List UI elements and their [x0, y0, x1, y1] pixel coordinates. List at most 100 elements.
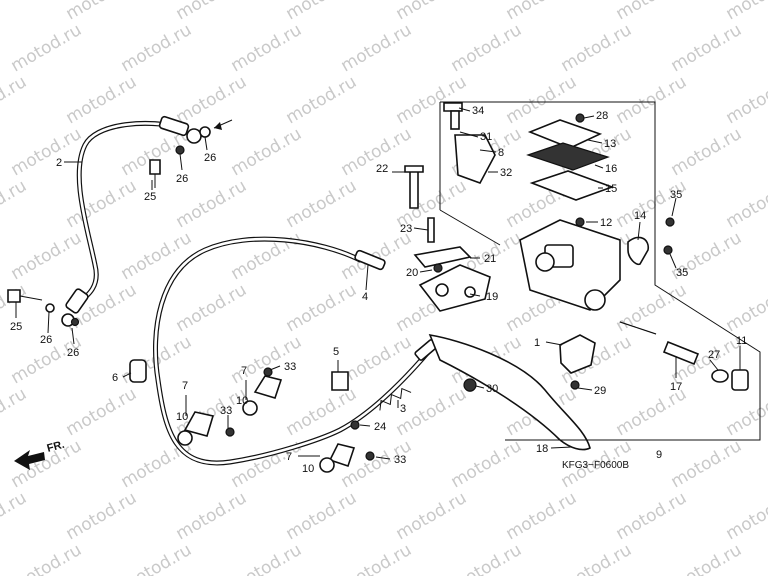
- callout-7c: 7: [286, 451, 292, 463]
- callout-28: 28: [596, 110, 608, 122]
- callout-24: 24: [374, 421, 386, 433]
- brake-hose-assembly: [7, 115, 233, 327]
- callout-16: 16: [605, 163, 617, 175]
- lever-bracket-assembly: [404, 165, 591, 451]
- callout-21: 21: [484, 253, 496, 265]
- callout-22: 22: [376, 163, 388, 175]
- watermark-text: motod.ru: [63, 384, 141, 440]
- watermark-text: motod.ru: [118, 540, 196, 576]
- watermark-text: motod.ru: [0, 72, 30, 128]
- callout-35a: 35: [670, 189, 682, 201]
- watermark-text: motod.ru: [393, 488, 471, 544]
- callout-27: 27: [708, 349, 720, 361]
- callout-26d: 26: [67, 347, 79, 359]
- watermark-text: motod.ru: [723, 280, 768, 336]
- watermark-text: motod.ru: [0, 488, 30, 544]
- callout-33a: 33: [284, 361, 296, 373]
- callout-15: 15: [605, 183, 617, 195]
- callout-10a: 10: [176, 411, 188, 423]
- watermark-text: motod.ru: [283, 176, 361, 232]
- watermark-text: motod.ru: [228, 20, 306, 76]
- callout-31: 31: [480, 131, 492, 143]
- watermark-text: motod.ru: [668, 436, 746, 492]
- callout-10c: 10: [302, 463, 314, 475]
- watermark-text: motod.ru: [613, 488, 691, 544]
- watermark-text: motod.ru: [338, 20, 416, 76]
- callout-26c: 26: [40, 334, 52, 346]
- callout-33c: 33: [394, 454, 406, 466]
- callout-5: 5: [333, 346, 339, 358]
- watermark-text: motod.ru: [503, 488, 581, 544]
- watermark-text: motod.ru: [613, 72, 691, 128]
- callout-10b: 10: [236, 395, 248, 407]
- watermark-text: motod.ru: [0, 0, 30, 24]
- watermark-text: motod.ru: [8, 540, 86, 576]
- watermark-text: motod.ru: [338, 540, 416, 576]
- callout-32: 32: [500, 167, 512, 179]
- watermark-text: motod.ru: [228, 228, 306, 284]
- watermark-text: motod.ru: [8, 228, 86, 284]
- callout-7a: 7: [182, 380, 188, 392]
- watermark-text: motod.ru: [283, 488, 361, 544]
- watermark-text: motod.ru: [723, 384, 768, 440]
- watermark-text: motod.ru: [0, 176, 30, 232]
- watermark-text: motod.ru: [8, 20, 86, 76]
- watermark-text: motod.ru: [668, 20, 746, 76]
- watermark-text: motod.ru: [448, 540, 526, 576]
- watermark-text: motod.ru: [173, 72, 251, 128]
- direction-label: FR.: [46, 439, 66, 455]
- watermark-text: motod.ru: [63, 176, 141, 232]
- watermark-text: motod.ru: [723, 488, 768, 544]
- callout-18: 18: [536, 443, 548, 455]
- callout-7b: 7: [241, 365, 247, 377]
- watermark-text: motod.ru: [228, 540, 306, 576]
- callout-1: 1: [534, 337, 540, 349]
- master-cylinder-assembly: [439, 101, 761, 441]
- callout-30: 30: [486, 383, 498, 395]
- callout-33b: 33: [220, 405, 232, 417]
- callout-29: 29: [594, 385, 606, 397]
- watermark-text: motod.ru: [723, 72, 768, 128]
- watermark-text: motod.ru: [228, 124, 306, 180]
- callout-4: 4: [362, 291, 368, 303]
- watermark-text: motod.ru: [668, 540, 746, 576]
- front-direction-arrow: FR.: [14, 439, 66, 470]
- watermark-text: motod.ru: [613, 280, 691, 336]
- watermark-text: motod.ru: [173, 488, 251, 544]
- watermark-text: motod.ru: [8, 124, 86, 180]
- callout-2: 2: [56, 157, 62, 169]
- watermark-text: motod.ru: [503, 72, 581, 128]
- watermark-text: motod.ru: [558, 20, 636, 76]
- callout-14: 14: [634, 210, 646, 222]
- watermark-text: motod.ru: [173, 280, 251, 336]
- watermark-text: motod.ru: [118, 20, 196, 76]
- callout-3: 3: [400, 403, 406, 415]
- watermark-text: motod.ru: [228, 436, 306, 492]
- callout-20: 20: [406, 267, 418, 279]
- callout-26b: 26: [176, 173, 188, 185]
- watermark-text: motod.ru: [448, 20, 526, 76]
- watermark-text: motod.ru: [448, 436, 526, 492]
- callout-11: 11: [736, 335, 747, 347]
- callout-23: 23: [400, 223, 412, 235]
- leader-lines: [15, 107, 741, 460]
- diagram-code: KFG3−F0600B: [562, 460, 629, 471]
- throttle-cable-assembly: [129, 236, 438, 473]
- watermark-text: motod.ru: [723, 0, 768, 24]
- watermark-text: motod.ru: [723, 176, 768, 232]
- callout-13: 13: [604, 138, 616, 150]
- callout-12: 12: [600, 217, 612, 229]
- callout-26a: 26: [204, 152, 216, 164]
- callout-34: 34: [472, 105, 484, 117]
- callout-8: 8: [498, 147, 504, 159]
- callout-19: 19: [486, 291, 498, 303]
- callout-6: 6: [112, 372, 118, 384]
- callout-25a: 25: [144, 191, 156, 203]
- watermark-text: motod.ru: [283, 384, 361, 440]
- callout-35b: 35: [676, 267, 688, 279]
- watermark-text: motod.ru: [668, 124, 746, 180]
- watermark-text: motod.ru: [0, 384, 30, 440]
